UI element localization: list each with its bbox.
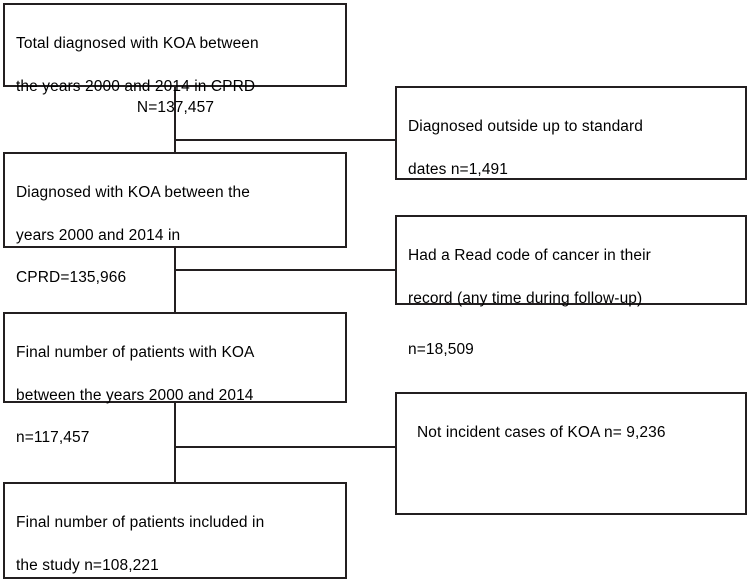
node-final-koa-line2: between the years 2000 and 2014 bbox=[16, 386, 254, 404]
connector-branch-2 bbox=[174, 269, 396, 271]
node-total-diagnosed: Total diagnosed with KOA between the yea… bbox=[3, 3, 347, 116]
node-excl-outside-dates-line1: Diagnosed outside up to standard bbox=[408, 118, 644, 136]
node-final-included-line1: Final number of patients included in bbox=[16, 514, 265, 532]
node-diagnosed-cprd-line2: years 2000 and 2014 in bbox=[16, 226, 181, 244]
node-excl-cancer-spacer bbox=[408, 309, 735, 318]
node-final-included: Final number of patients included in the… bbox=[3, 482, 347, 579]
node-diagnosed-cprd-line1: Diagnosed with KOA between the bbox=[16, 184, 250, 202]
connector-vertical-1 bbox=[174, 86, 176, 153]
node-excl-not-incident: Not incident cases of KOA n= 9,236 bbox=[395, 392, 747, 515]
node-final-koa: Final number of patients with KOA betwee… bbox=[3, 312, 347, 446]
node-excl-cancer: Had a Read code of cancer in their recor… bbox=[395, 215, 747, 358]
node-diagnosed-cprd: Diagnosed with KOA between the years 200… bbox=[3, 152, 347, 286]
node-excl-outside-dates: Diagnosed outside up to standard dates n… bbox=[395, 86, 747, 180]
node-excl-cancer-line1: Had a Read code of cancer in their bbox=[408, 247, 651, 265]
connector-branch-3 bbox=[174, 446, 396, 448]
node-total-diagnosed-line2: the years 2000 and 2014 in CPRD bbox=[16, 77, 256, 95]
connector-vertical-3 bbox=[174, 402, 176, 483]
node-diagnosed-cprd-line3: CPRD=135,966 bbox=[16, 269, 127, 287]
node-excl-cancer-line2: record (any time during follow-up) bbox=[408, 289, 643, 307]
node-final-koa-line3: n=117,457 bbox=[16, 429, 90, 447]
node-excl-outside-dates-line2: dates n=1,491 bbox=[408, 160, 508, 178]
node-excl-cancer-line3: n=18,509 bbox=[408, 340, 474, 358]
connector-branch-1 bbox=[174, 139, 396, 141]
node-final-koa-line1: Final number of patients with KOA bbox=[16, 344, 255, 362]
node-total-diagnosed-line3: N=137,457 bbox=[136, 98, 215, 116]
connector-vertical-2 bbox=[174, 247, 176, 313]
node-total-diagnosed-line1: Total diagnosed with KOA between bbox=[16, 35, 259, 53]
node-final-included-line2: the study n=108,221 bbox=[16, 556, 159, 574]
node-excl-not-incident-line1: Not incident cases of KOA n= 9,236 bbox=[417, 424, 666, 442]
